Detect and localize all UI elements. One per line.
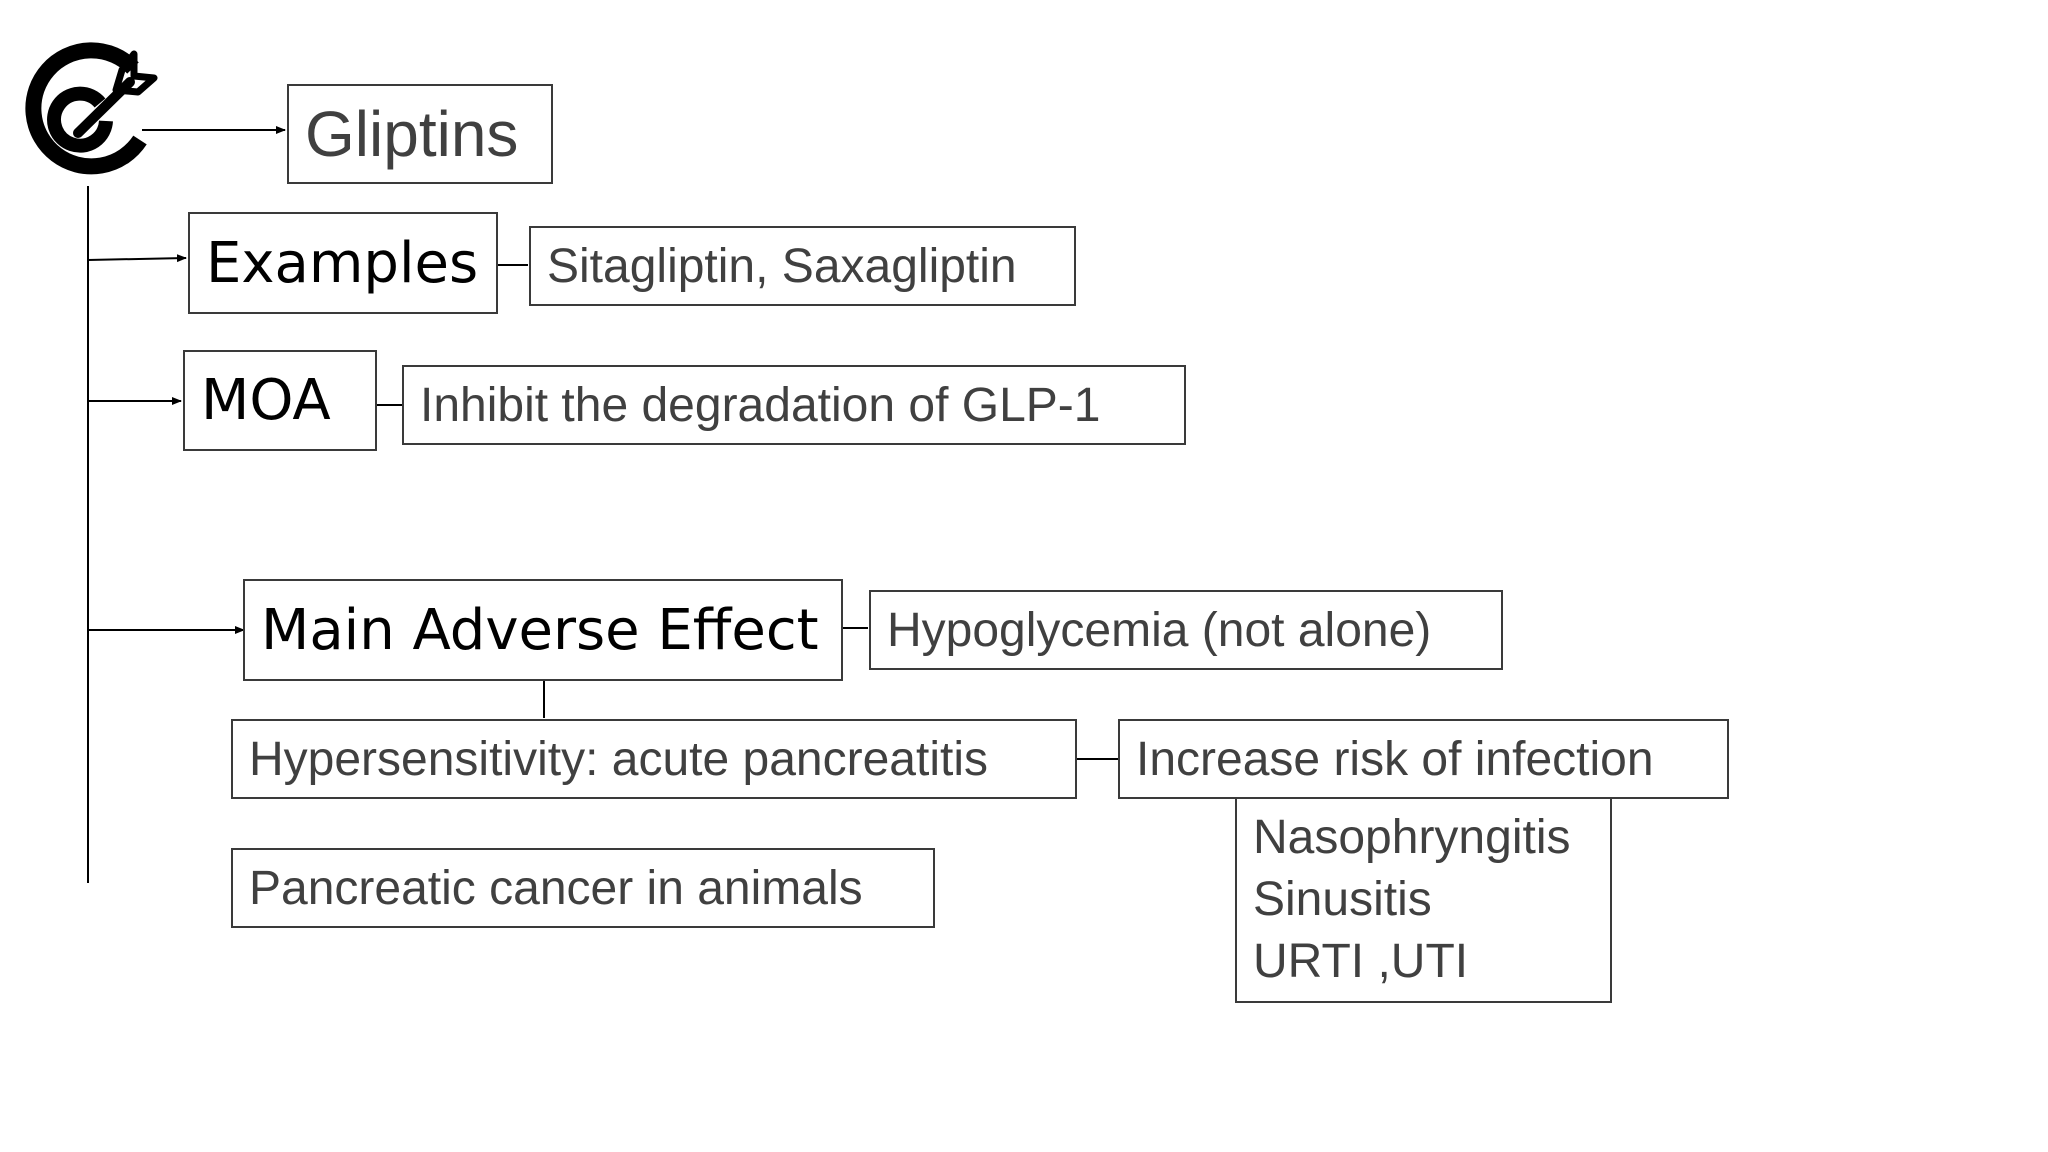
infection-list-box: Nasophryngitis Sinusitis URTI ,UTI xyxy=(1235,797,1612,1003)
title-box: Gliptins xyxy=(287,84,553,184)
examples-value: Sitagliptin, Saxagliptin xyxy=(547,239,1017,293)
hypersensitivity-text: Hypersensitivity: acute pancreatitis xyxy=(249,732,988,786)
infection-text: Increase risk of infection xyxy=(1136,732,1654,786)
target-arrow-icon xyxy=(25,42,158,175)
cancer-text: Pancreatic cancer in animals xyxy=(249,861,863,915)
cancer-box: Pancreatic cancer in animals xyxy=(231,848,935,928)
examples-value-box: Sitagliptin, Saxagliptin xyxy=(529,226,1076,306)
connector-examples xyxy=(87,254,187,263)
list-item: URTI ,UTI xyxy=(1253,935,1469,988)
list-item: Nasophryngitis xyxy=(1253,811,1571,864)
examples-label: Examples xyxy=(206,230,479,296)
adverse-label: Main Adverse Effect xyxy=(261,597,819,663)
list-item: Sinusitis xyxy=(1253,873,1432,926)
adverse-box: Main Adverse Effect xyxy=(243,579,843,681)
moa-value-box: Inhibit the degradation of GLP-1 xyxy=(402,365,1186,445)
moa-value: Inhibit the degradation of GLP-1 xyxy=(420,378,1101,432)
hypersensitivity-box: Hypersensitivity: acute pancreatitis xyxy=(231,719,1077,799)
moa-label: MOA xyxy=(201,368,331,433)
examples-box: Examples xyxy=(188,212,498,314)
infection-box: Increase risk of infection xyxy=(1118,719,1729,799)
moa-box: MOA xyxy=(183,350,377,451)
hypoglycemia-text: Hypoglycemia (not alone) xyxy=(887,603,1432,657)
hypoglycemia-box: Hypoglycemia (not alone) xyxy=(869,590,1503,670)
page-title: Gliptins xyxy=(305,98,519,170)
